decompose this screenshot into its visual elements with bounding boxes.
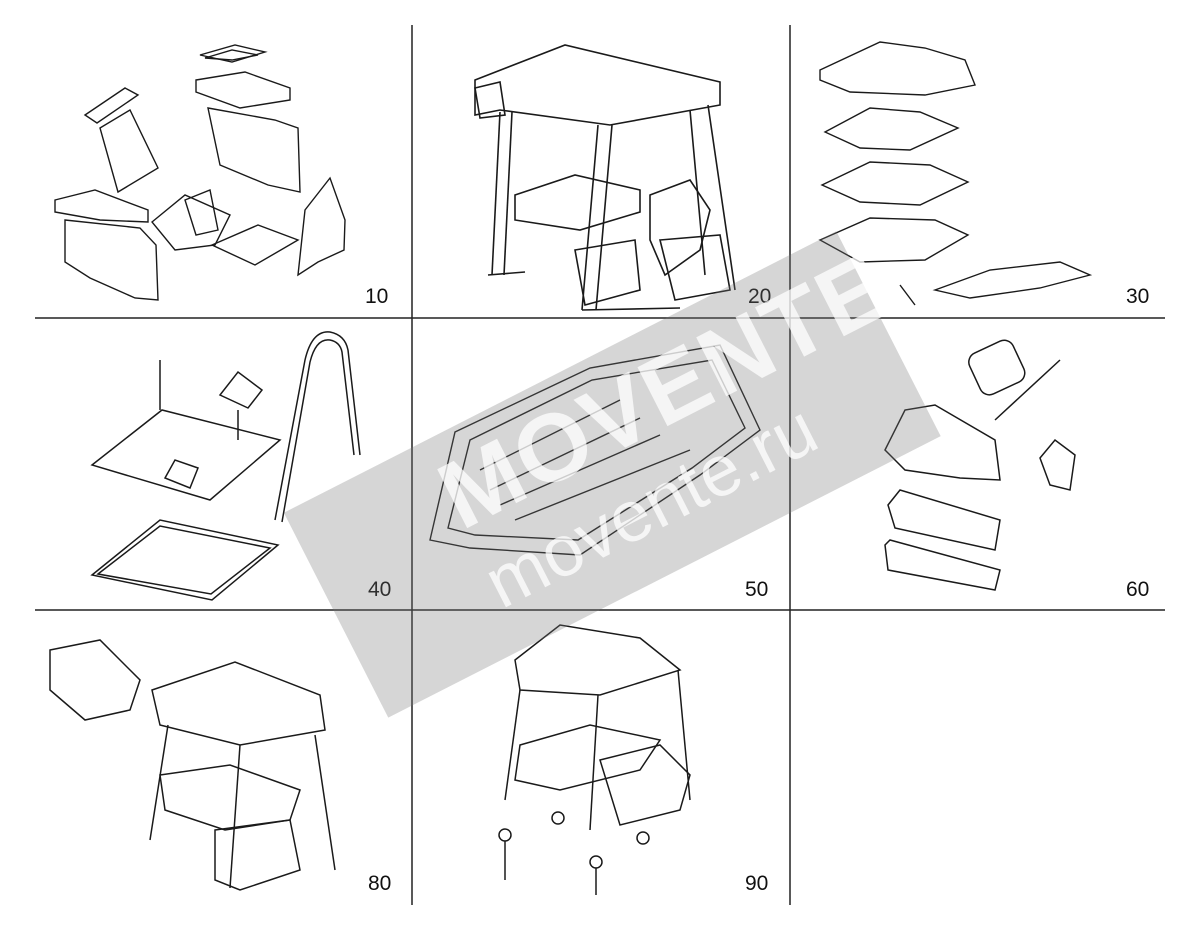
cell-label-80: 80: [368, 872, 392, 895]
cell-label-60: 60: [1126, 578, 1150, 601]
cell-label-90: 90: [745, 872, 769, 895]
part-group-60[interactable]: [884, 337, 1076, 591]
part-group-10[interactable]: [54, 44, 346, 301]
grid-lines: [35, 25, 1165, 905]
part-group-20[interactable]: [474, 44, 736, 311]
part-group-50[interactable]: [429, 344, 761, 556]
part-group-90[interactable]: [498, 624, 691, 895]
part-group-80[interactable]: [49, 639, 336, 891]
part-group-40[interactable]: [90, 331, 361, 601]
cell-label-30: 30: [1126, 285, 1150, 308]
cell-label-40: 40: [368, 578, 392, 601]
cell-label-10: 10: [365, 285, 389, 308]
cell-label-50: 50: [745, 578, 769, 601]
part-group-30[interactable]: [818, 41, 1093, 306]
cell-label-20: 20: [748, 285, 772, 308]
